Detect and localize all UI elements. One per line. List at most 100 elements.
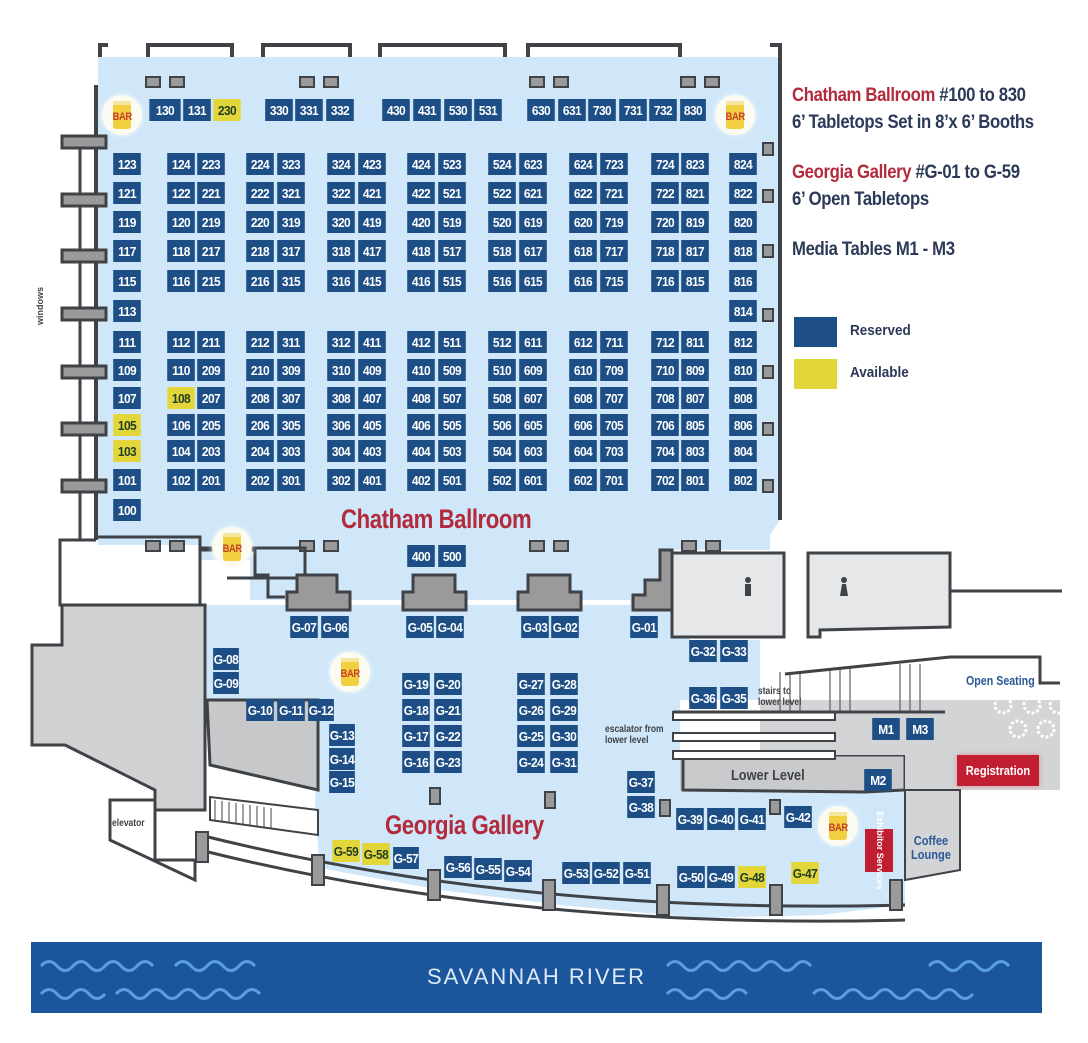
booth-222[interactable]: 222 <box>246 182 274 204</box>
booth-217[interactable]: 217 <box>197 240 225 262</box>
booth-g-50[interactable]: G-50 <box>677 866 705 888</box>
booth-320[interactable]: 320 <box>327 211 355 233</box>
booth-g-28[interactable]: G-28 <box>550 673 578 695</box>
booth-412[interactable]: 412 <box>407 331 435 353</box>
booth-221[interactable]: 221 <box>197 182 225 204</box>
booth-332[interactable]: 332 <box>326 99 354 121</box>
booth-131[interactable]: 131 <box>183 99 211 121</box>
booth-524[interactable]: 524 <box>488 153 516 175</box>
booth-415[interactable]: 415 <box>358 270 386 292</box>
booth-606[interactable]: 606 <box>569 414 597 436</box>
booth-609[interactable]: 609 <box>519 359 547 381</box>
booth-116[interactable]: 116 <box>167 270 195 292</box>
booth-503[interactable]: 503 <box>438 440 466 462</box>
booth-801[interactable]: 801 <box>681 469 709 491</box>
booth-g-05[interactable]: G-05 <box>406 616 434 638</box>
booth-g-40[interactable]: G-40 <box>707 808 735 830</box>
booth-230[interactable]: 230 <box>213 99 241 121</box>
booth-117[interactable]: 117 <box>113 240 141 262</box>
booth-216[interactable]: 216 <box>246 270 274 292</box>
booth-616[interactable]: 616 <box>569 270 597 292</box>
booth-802[interactable]: 802 <box>729 469 757 491</box>
booth-108[interactable]: 108 <box>167 387 195 409</box>
booth-317[interactable]: 317 <box>277 240 305 262</box>
booth-g-18[interactable]: G-18 <box>402 699 430 721</box>
booth-608[interactable]: 608 <box>569 387 597 409</box>
booth-817[interactable]: 817 <box>681 240 709 262</box>
booth-212[interactable]: 212 <box>246 331 274 353</box>
booth-624[interactable]: 624 <box>569 153 597 175</box>
booth-411[interactable]: 411 <box>358 331 386 353</box>
booth-301[interactable]: 301 <box>277 469 305 491</box>
booth-812[interactable]: 812 <box>729 331 757 353</box>
booth-410[interactable]: 410 <box>407 359 435 381</box>
booth-308[interactable]: 308 <box>327 387 355 409</box>
booth-g-29[interactable]: G-29 <box>550 699 578 721</box>
booth-g-37[interactable]: G-37 <box>627 771 655 793</box>
booth-515[interactable]: 515 <box>438 270 466 292</box>
booth-417[interactable]: 417 <box>358 240 386 262</box>
booth-g-52[interactable]: G-52 <box>592 862 620 884</box>
booth-118[interactable]: 118 <box>167 240 195 262</box>
booth-218[interactable]: 218 <box>246 240 274 262</box>
booth-g-24[interactable]: G-24 <box>517 751 545 773</box>
booth-506[interactable]: 506 <box>488 414 516 436</box>
booth-g-33[interactable]: G-33 <box>720 640 748 662</box>
booth-531[interactable]: 531 <box>474 99 502 121</box>
booth-520[interactable]: 520 <box>488 211 516 233</box>
booth-823[interactable]: 823 <box>681 153 709 175</box>
booth-107[interactable]: 107 <box>113 387 141 409</box>
booth-704[interactable]: 704 <box>651 440 679 462</box>
booth-106[interactable]: 106 <box>167 414 195 436</box>
booth-m1[interactable]: M1 <box>872 718 900 740</box>
booth-205[interactable]: 205 <box>197 414 225 436</box>
booth-g-27[interactable]: G-27 <box>517 673 545 695</box>
booth-416[interactable]: 416 <box>407 270 435 292</box>
booth-g-16[interactable]: G-16 <box>402 751 430 773</box>
booth-g-36[interactable]: G-36 <box>689 687 717 709</box>
booth-804[interactable]: 804 <box>729 440 757 462</box>
booth-207[interactable]: 207 <box>197 387 225 409</box>
booth-521[interactable]: 521 <box>438 182 466 204</box>
booth-305[interactable]: 305 <box>277 414 305 436</box>
booth-408[interactable]: 408 <box>407 387 435 409</box>
booth-731[interactable]: 731 <box>619 99 647 121</box>
booth-215[interactable]: 215 <box>197 270 225 292</box>
booth-202[interactable]: 202 <box>246 469 274 491</box>
booth-g-19[interactable]: G-19 <box>402 673 430 695</box>
booth-g-25[interactable]: G-25 <box>517 725 545 747</box>
booth-303[interactable]: 303 <box>277 440 305 462</box>
booth-g-39[interactable]: G-39 <box>676 808 704 830</box>
booth-g-21[interactable]: G-21 <box>434 699 462 721</box>
booth-807[interactable]: 807 <box>681 387 709 409</box>
booth-104[interactable]: 104 <box>167 440 195 462</box>
booth-610[interactable]: 610 <box>569 359 597 381</box>
booth-m2[interactable]: M2 <box>864 769 892 791</box>
booth-g-35[interactable]: G-35 <box>720 687 748 709</box>
booth-306[interactable]: 306 <box>327 414 355 436</box>
booth-718[interactable]: 718 <box>651 240 679 262</box>
booth-201[interactable]: 201 <box>197 469 225 491</box>
booth-113[interactable]: 113 <box>113 300 141 322</box>
booth-219[interactable]: 219 <box>197 211 225 233</box>
booth-619[interactable]: 619 <box>519 211 547 233</box>
booth-717[interactable]: 717 <box>600 240 628 262</box>
booth-g-07[interactable]: G-07 <box>290 616 318 638</box>
booth-814[interactable]: 814 <box>729 300 757 322</box>
booth-223[interactable]: 223 <box>197 153 225 175</box>
booth-511[interactable]: 511 <box>438 331 466 353</box>
booth-622[interactable]: 622 <box>569 182 597 204</box>
booth-g-13[interactable]: G-13 <box>329 724 355 746</box>
booth-806[interactable]: 806 <box>729 414 757 436</box>
booth-g-55[interactable]: G-55 <box>474 858 502 880</box>
booth-316[interactable]: 316 <box>327 270 355 292</box>
booth-505[interactable]: 505 <box>438 414 466 436</box>
booth-422[interactable]: 422 <box>407 182 435 204</box>
booth-309[interactable]: 309 <box>277 359 305 381</box>
booth-g-06[interactable]: G-06 <box>321 616 349 638</box>
booth-100[interactable]: 100 <box>113 499 141 521</box>
booth-409[interactable]: 409 <box>358 359 386 381</box>
booth-324[interactable]: 324 <box>327 153 355 175</box>
booth-g-51[interactable]: G-51 <box>623 862 651 884</box>
booth-716[interactable]: 716 <box>651 270 679 292</box>
